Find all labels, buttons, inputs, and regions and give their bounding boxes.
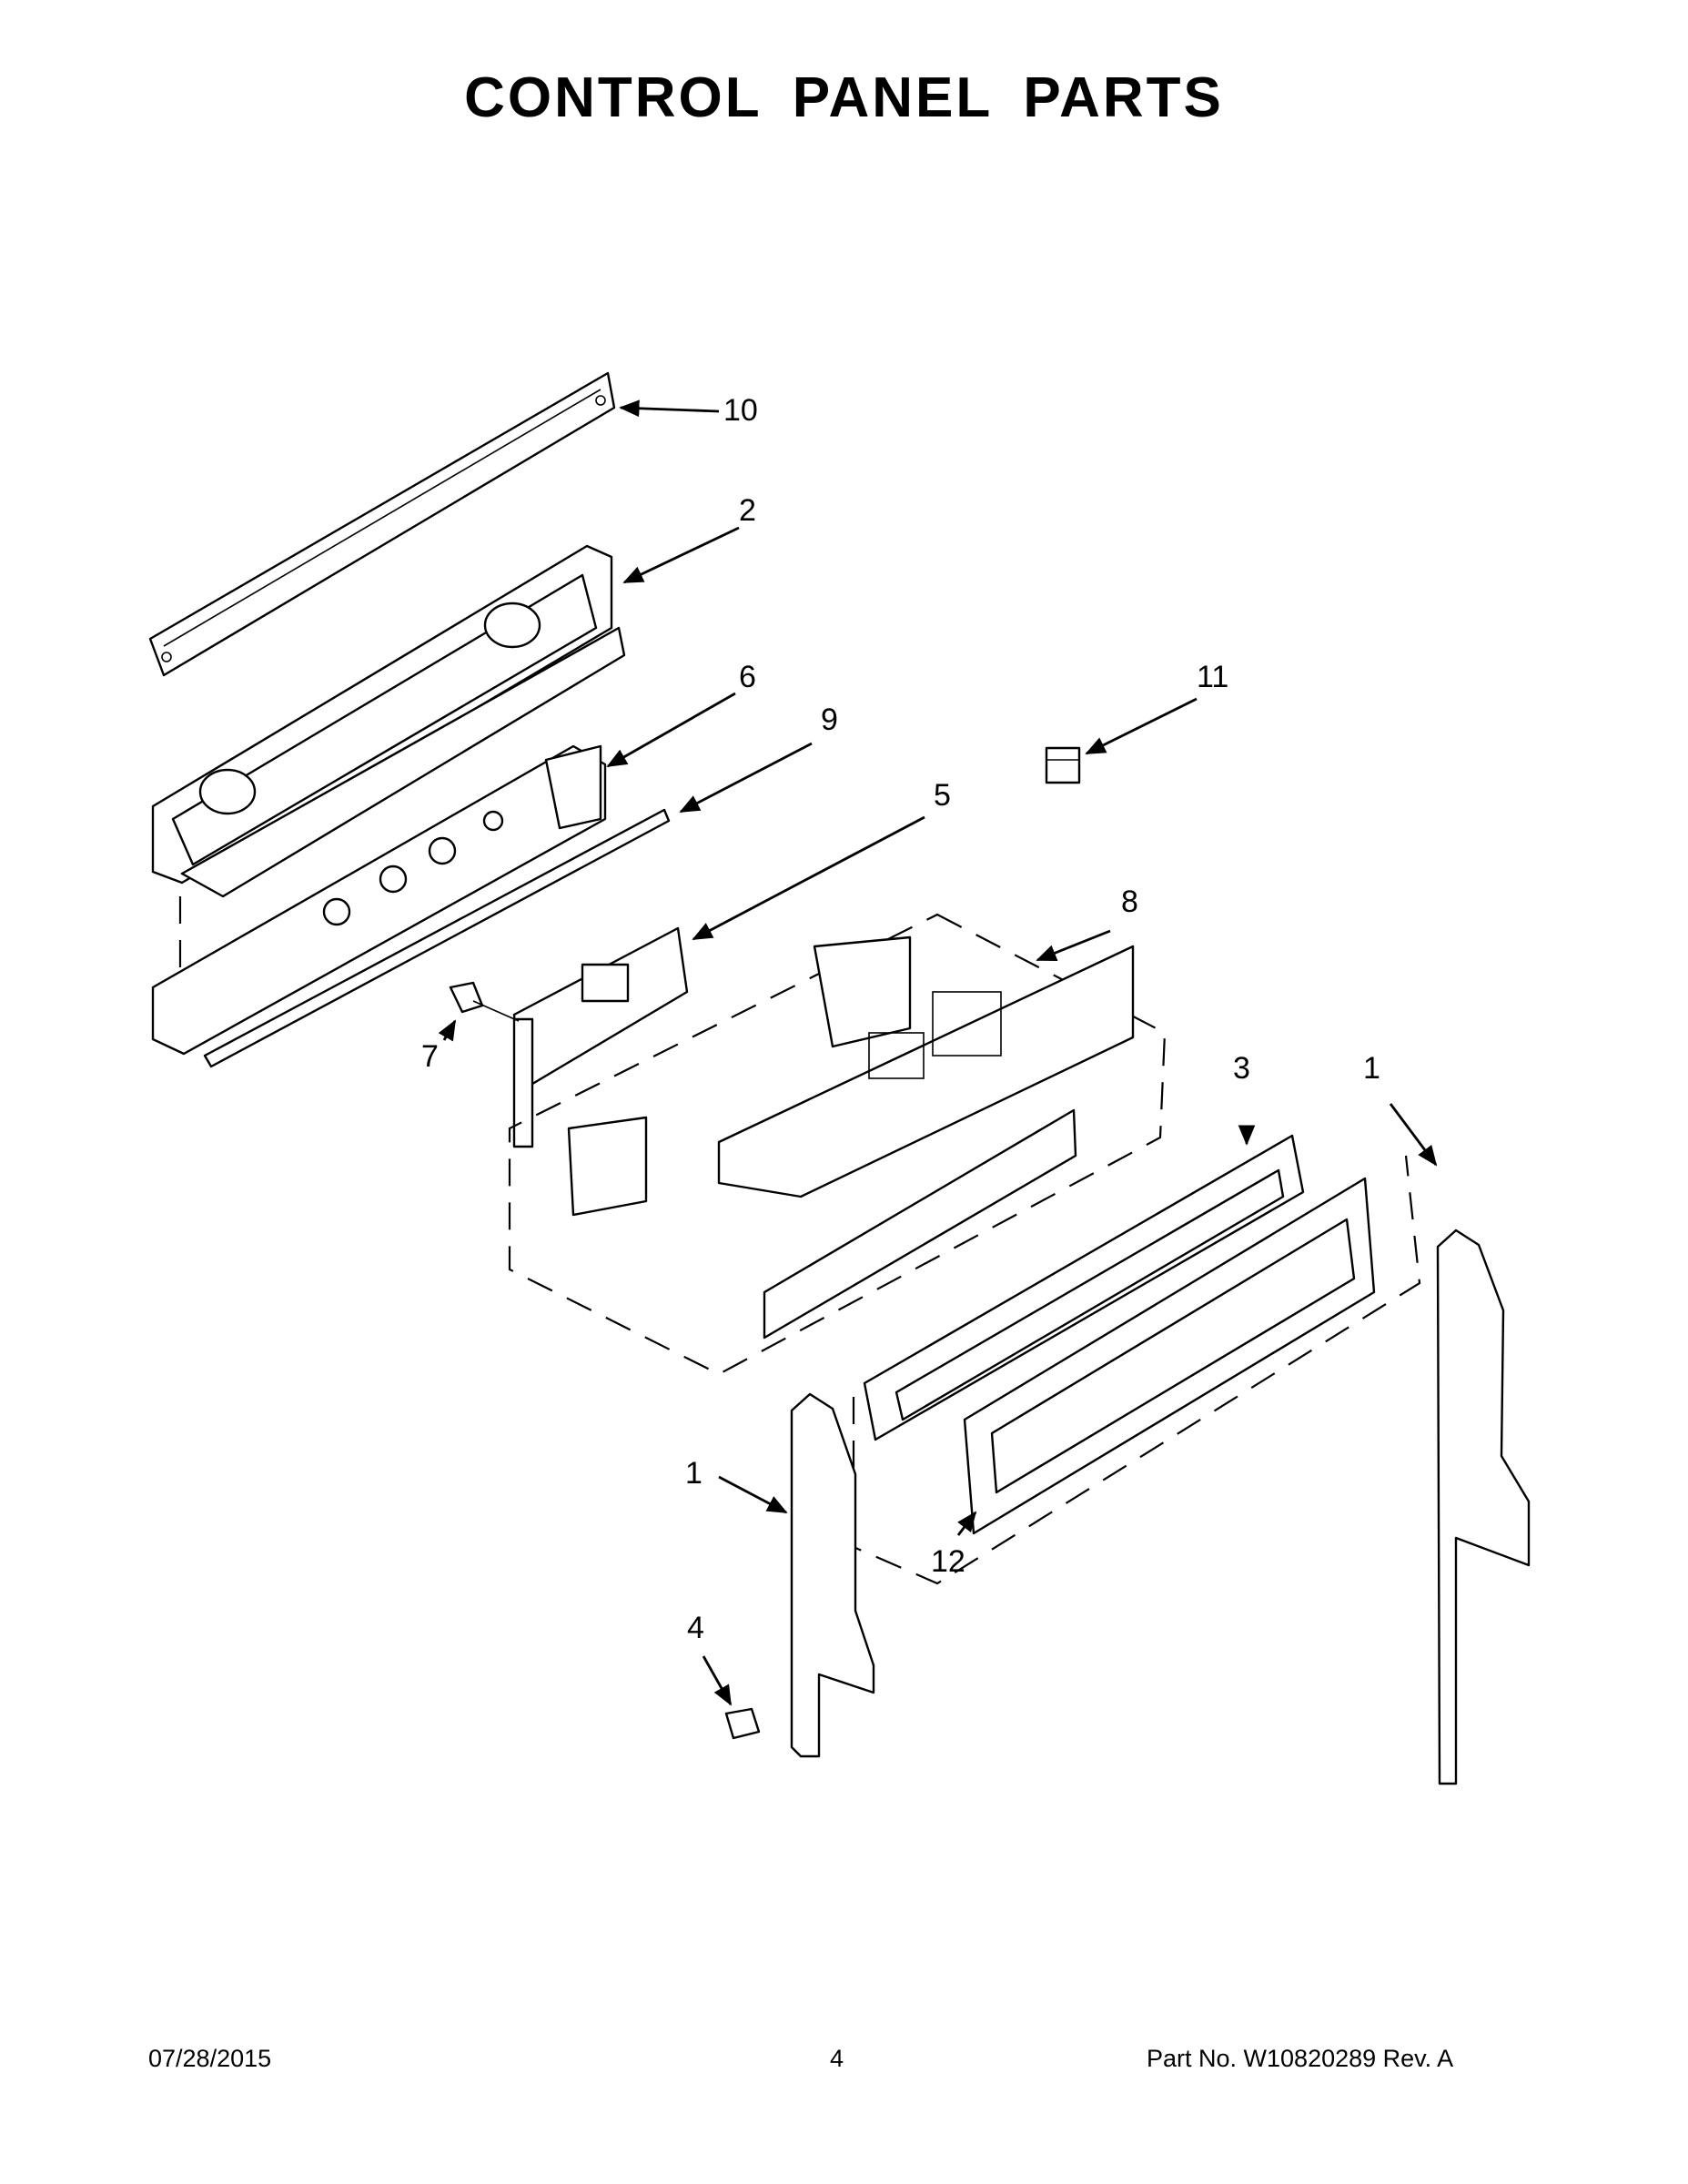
callout-7: 7 — [421, 1039, 439, 1074]
leader-8 — [1036, 929, 1111, 962]
callout-5: 5 — [934, 778, 951, 813]
part-4-screw — [724, 1707, 761, 1740]
callout-6: 6 — [739, 660, 756, 694]
footer-date: 07/28/2015 — [148, 2045, 272, 2072]
part-5-control-board — [512, 926, 689, 1148]
page-title: CONTROL PANEL PARTS — [464, 66, 1224, 129]
part-3-trim-frame — [863, 1134, 1305, 1441]
part-1-left-endcap — [790, 1392, 875, 1758]
leader-11 — [1085, 697, 1198, 755]
part-2-panel-frame — [151, 544, 626, 898]
leader-12 — [956, 1511, 977, 1536]
leader-4 — [702, 1655, 733, 1706]
part-9-rail — [203, 808, 671, 1068]
part-10-bracket — [148, 371, 616, 677]
part-6-console — [151, 744, 607, 1056]
part-11-connector — [1045, 746, 1081, 784]
part-8-overlay-assembly — [508, 913, 1167, 1376]
callout-11: 11 — [1197, 660, 1228, 694]
leader-5 — [692, 815, 925, 941]
leader-6 — [606, 692, 736, 768]
callout-8: 8 — [1121, 885, 1138, 919]
callout-labels: 10 2 6 9 5 11 8 7 3 1 1 12 4 — [421, 393, 1380, 1645]
callout-leaders — [438, 399, 1438, 1706]
callout-1-left: 1 — [685, 1456, 702, 1491]
footer-part-number: Part No. W10820289 Rev. A — [1147, 2045, 1454, 2072]
callout-10: 10 — [723, 393, 758, 428]
callout-1-right: 1 — [1363, 1051, 1380, 1086]
footer-page-number: 4 — [830, 2045, 844, 2072]
callout-2: 2 — [739, 493, 756, 528]
callout-3: 3 — [1233, 1051, 1250, 1086]
leader-9 — [679, 742, 813, 814]
part-1-right-endcap — [1436, 1228, 1531, 1785]
callout-9: 9 — [821, 703, 838, 737]
callout-12: 12 — [931, 1544, 965, 1579]
leader-1-left — [718, 1475, 788, 1514]
part-7-screw — [449, 981, 520, 1022]
part-12-inner-frame — [963, 1177, 1376, 1535]
leader-7 — [438, 1019, 457, 1042]
leader-1-right — [1389, 1103, 1438, 1167]
leader-2 — [622, 526, 740, 584]
leader-10 — [619, 399, 720, 418]
callout-4: 4 — [687, 1611, 704, 1645]
